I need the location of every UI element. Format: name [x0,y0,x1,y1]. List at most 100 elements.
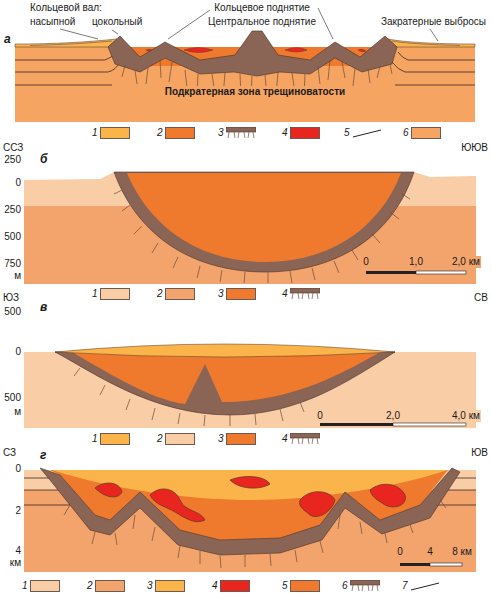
axis-tick-label: 750 [4,258,21,270]
legend-item: 1 [92,433,132,445]
legend-swatch [350,580,380,592]
legend-swatch [226,127,256,139]
legend-number: 2 [87,580,93,592]
axis-tick-label: 500 [4,392,21,404]
legend-item: 2 [157,433,197,445]
legend-swatch [165,127,195,139]
scale-bar [393,423,466,426]
legend-item: 3 [147,580,187,592]
callout-label: насыпной [30,16,75,28]
scale-label: 1,0 [408,256,424,268]
scale-label: 0 [396,546,404,558]
axis-tick-label: 0 [15,346,21,358]
legend-line-sample [411,583,439,590]
legend-item: 2 [87,580,127,592]
legend-breccia-sample [226,127,256,132]
legend-breccia-sample [350,580,380,585]
legend-number: 3 [147,580,153,592]
legend-number: 3 [218,127,224,139]
direction-label: ЮЮВ [461,142,488,154]
axis-tick-label: 2 [15,505,21,517]
fracture-lines [122,60,392,97]
fracture-lines [114,190,410,283]
direction-label: СВ [474,292,488,304]
unit-label: м [14,270,21,282]
direction-label: СЗ [3,447,16,459]
scale-label: 8 км [451,546,473,558]
legend-swatch [165,288,195,300]
breccia-band [114,172,414,272]
callout-label: Закратерные выбросы [381,16,486,28]
legend-number: 1 [92,433,98,445]
legend-swatch [290,288,320,300]
panel-letter: г [40,448,46,462]
direction-label: ЮВ [471,447,488,459]
legend-swatch [226,288,256,300]
callout-label: Кольцевое поднятие [214,2,310,14]
legend-item: 6 [403,127,443,139]
scale-bar [416,271,466,274]
legend-item: 3 [218,127,258,139]
legend-number: 5 [344,127,350,139]
crater-fill [127,173,401,262]
legend-item: 5 [282,580,322,592]
upper-fill [55,344,395,357]
legend-swatch [290,433,320,445]
axis-tick-label: 0 [15,177,21,189]
legend-number: 6 [403,127,409,139]
scale-label: 4 [426,546,434,558]
legend-item: 3 [218,288,258,300]
legend-item: 1 [92,127,132,139]
legend-number: 1 [22,580,28,592]
panel-letter: в [40,300,47,314]
legend-swatch [95,580,125,592]
legend-number: 3 [218,433,224,445]
legend-number: 2 [157,433,163,445]
legend-number: 4 [282,433,288,445]
legend-breccia-sample [290,433,320,438]
direction-label: ЮЗ [3,292,19,304]
legend-fracture-sample [352,585,378,591]
legend-item: 4 [282,288,322,300]
breccia-band [55,352,395,415]
legend-fracture-sample [228,132,254,138]
scale-bar [400,563,430,566]
legend-number: 7 [402,580,408,592]
legend-number: 4 [282,288,288,300]
scale-bar [430,563,462,566]
zone-label: Подкратерная зона трещиноватости [163,86,347,98]
panel-letter: б [40,152,47,166]
breccia-band [40,468,460,555]
legend-swatch [100,127,130,139]
legend-fracture-sample [292,438,318,444]
panel-letter: а [4,32,11,46]
legend-number: 1 [92,288,98,300]
legend-swatch [410,580,440,592]
legend-swatch [155,580,185,592]
breccia-band [108,31,397,76]
legend-number: 6 [342,580,348,592]
legend-line-sample [353,130,381,137]
legend-swatch [290,580,320,592]
axis-tick-label: 500 [4,231,21,243]
legend-swatch [352,127,382,139]
callout-label: цокольный [92,16,142,28]
scale-label: 2,0 [385,410,401,422]
direction-label: ССЗ [3,142,23,154]
scale-bar [366,271,416,274]
axis-tick-label: 500 [4,306,21,318]
legend-swatch [220,580,250,592]
legend-number: 4 [212,580,218,592]
fracture-lines [64,500,446,568]
fracture-lines [74,368,304,426]
unit-label: м [14,406,21,418]
legend-number: 4 [282,127,288,139]
legend-breccia-sample [290,288,320,293]
scale-bar [320,423,393,426]
legend-item: 2 [157,288,197,300]
legend-number: 3 [218,288,224,300]
legend-swatch [30,580,60,592]
scale-label: 0 [362,256,370,268]
legend-swatch [411,127,441,139]
legend-item: 3 [218,433,258,445]
